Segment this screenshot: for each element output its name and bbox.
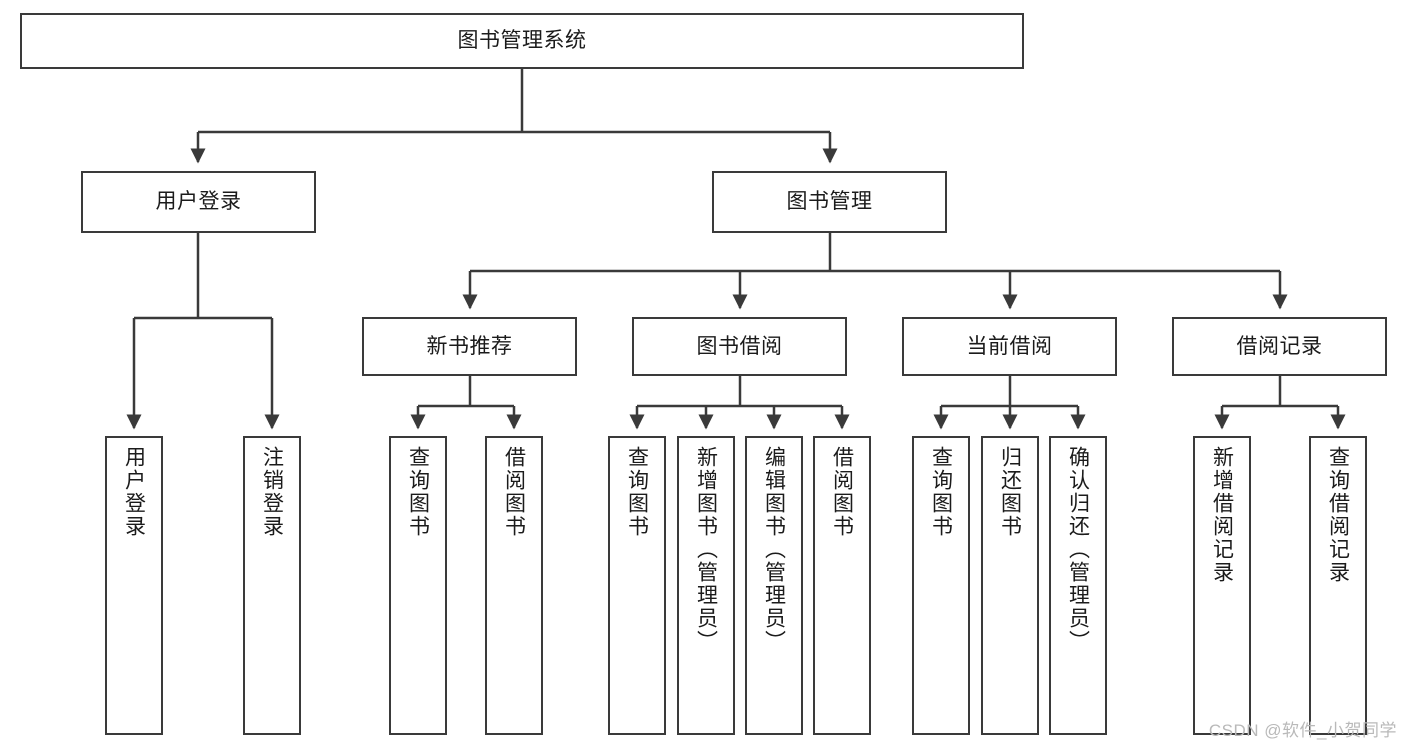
node-book-manage[interactable]: 图书管理 bbox=[712, 171, 947, 233]
leaf-logout-login[interactable]: 注销登录 bbox=[243, 436, 301, 735]
leaf-query-record-label: 查询借阅记录 bbox=[1326, 446, 1350, 584]
node-new-book-recommend-label: 新书推荐 bbox=[426, 334, 513, 358]
leaf-user-login-label: 用户登录 bbox=[122, 446, 146, 538]
csdn-watermark: CSDN @软件_小贺同学 bbox=[1208, 721, 1397, 740]
leaf-edit-book[interactable]: 编辑图书（管理员） bbox=[745, 436, 803, 735]
node-new-book-recommend[interactable]: 新书推荐 bbox=[362, 317, 577, 376]
node-user-login-label: 用户登录 bbox=[155, 190, 242, 214]
node-root-label: 图书管理系统 bbox=[457, 29, 587, 53]
node-current-borrow[interactable]: 当前借阅 bbox=[902, 317, 1117, 376]
leaf-query-book-3[interactable]: 查询图书 bbox=[912, 436, 970, 735]
leaf-borrow-book-2-label: 借阅图书 bbox=[830, 446, 854, 538]
leaf-query-book-1-label: 查询图书 bbox=[406, 446, 430, 538]
leaf-add-book-label: 新增图书（管理员） bbox=[694, 446, 718, 653]
leaf-query-book-1[interactable]: 查询图书 bbox=[389, 436, 447, 735]
leaf-add-record[interactable]: 新增借阅记录 bbox=[1193, 436, 1251, 735]
leaf-add-record-label: 新增借阅记录 bbox=[1210, 446, 1234, 584]
leaf-return-book[interactable]: 归还图书 bbox=[981, 436, 1039, 735]
node-borrow-record-label: 借阅记录 bbox=[1236, 334, 1323, 358]
leaf-query-book-2[interactable]: 查询图书 bbox=[608, 436, 666, 735]
node-root[interactable]: 图书管理系统 bbox=[20, 13, 1024, 69]
node-borrow-record[interactable]: 借阅记录 bbox=[1172, 317, 1387, 376]
leaf-borrow-book-1[interactable]: 借阅图书 bbox=[485, 436, 543, 735]
leaf-edit-book-label: 编辑图书（管理员） bbox=[762, 446, 786, 653]
leaf-confirm-return[interactable]: 确认归还（管理员） bbox=[1049, 436, 1107, 735]
node-book-borrow[interactable]: 图书借阅 bbox=[632, 317, 847, 376]
node-user-login[interactable]: 用户登录 bbox=[81, 171, 316, 233]
leaf-logout-login-label: 注销登录 bbox=[260, 446, 284, 538]
leaf-query-book-2-label: 查询图书 bbox=[625, 446, 649, 538]
leaf-return-book-label: 归还图书 bbox=[998, 446, 1022, 538]
leaf-query-book-3-label: 查询图书 bbox=[929, 446, 953, 538]
leaf-borrow-book-1-label: 借阅图书 bbox=[502, 446, 526, 538]
node-current-borrow-label: 当前借阅 bbox=[966, 334, 1053, 358]
leaf-confirm-return-label: 确认归还（管理员） bbox=[1066, 446, 1090, 653]
leaf-borrow-book-2[interactable]: 借阅图书 bbox=[813, 436, 871, 735]
node-book-borrow-label: 图书借阅 bbox=[696, 334, 783, 358]
leaf-query-record[interactable]: 查询借阅记录 bbox=[1309, 436, 1367, 735]
node-book-manage-label: 图书管理 bbox=[786, 190, 873, 214]
leaf-user-login[interactable]: 用户登录 bbox=[105, 436, 163, 735]
leaf-add-book[interactable]: 新增图书（管理员） bbox=[677, 436, 735, 735]
